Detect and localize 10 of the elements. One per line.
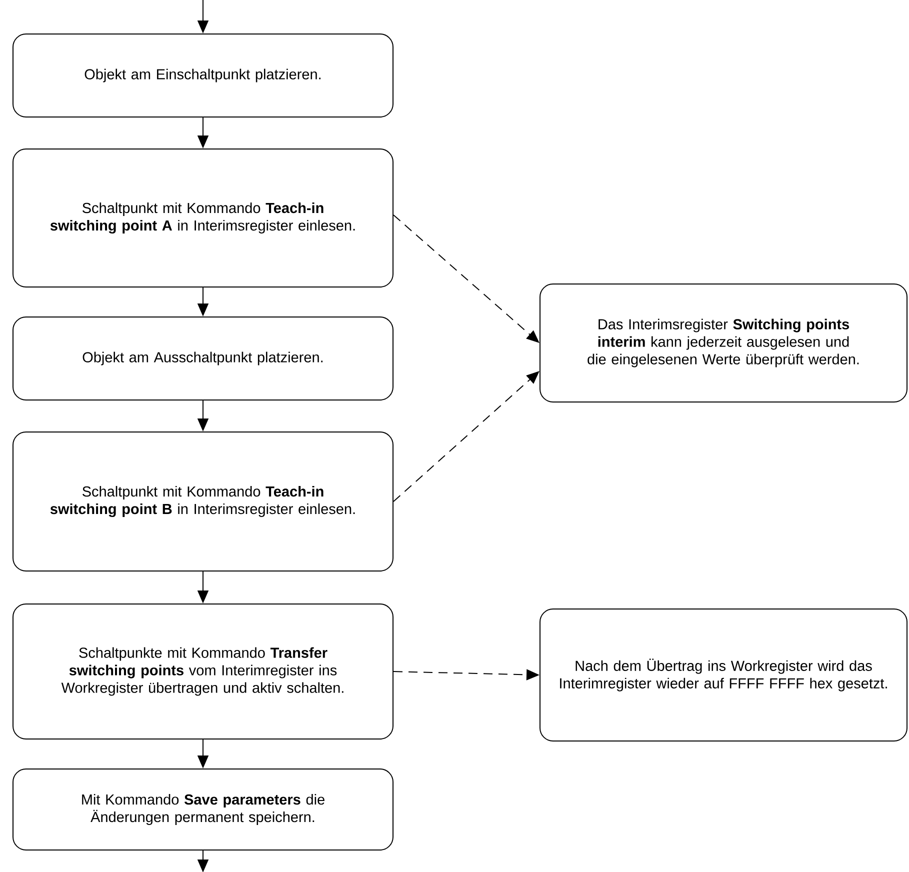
- process-box: Mit Kommando Save parameters die Änderungen permanent speichern.: [12, 768, 394, 850]
- arrow: [393, 371, 540, 502]
- process-box: Das Interimsregister Switching points interim kann jederzeit ausgelesen und die eingelesenen Werte überprüft werden.: [540, 284, 908, 402]
- process-box: Objekt am Einschaltpunkt platzieren.: [12, 34, 394, 118]
- process-box: Objekt am Ausschaltpunkt platzieren.: [12, 316, 394, 400]
- process-box: Nach dem Übertrag ins Workregister wird das Interimregister wieder auf FFFF FFFF hex gesetzt.: [540, 608, 908, 742]
- process-box: Schaltpunkte mit Kommando Transfer switching points vom Interimregister ins Workregister übertragen und aktiv schalten.: [12, 604, 394, 740]
- process-box: Schaltpunkt mit Kommando Teach-in switching point B in Interimsregister einlesen.: [12, 432, 394, 572]
- arrow: [393, 214, 540, 343]
- process-box: Schaltpunkt mit Kommando Teach-in switching point A in Interimsregister einlesen.: [12, 148, 394, 288]
